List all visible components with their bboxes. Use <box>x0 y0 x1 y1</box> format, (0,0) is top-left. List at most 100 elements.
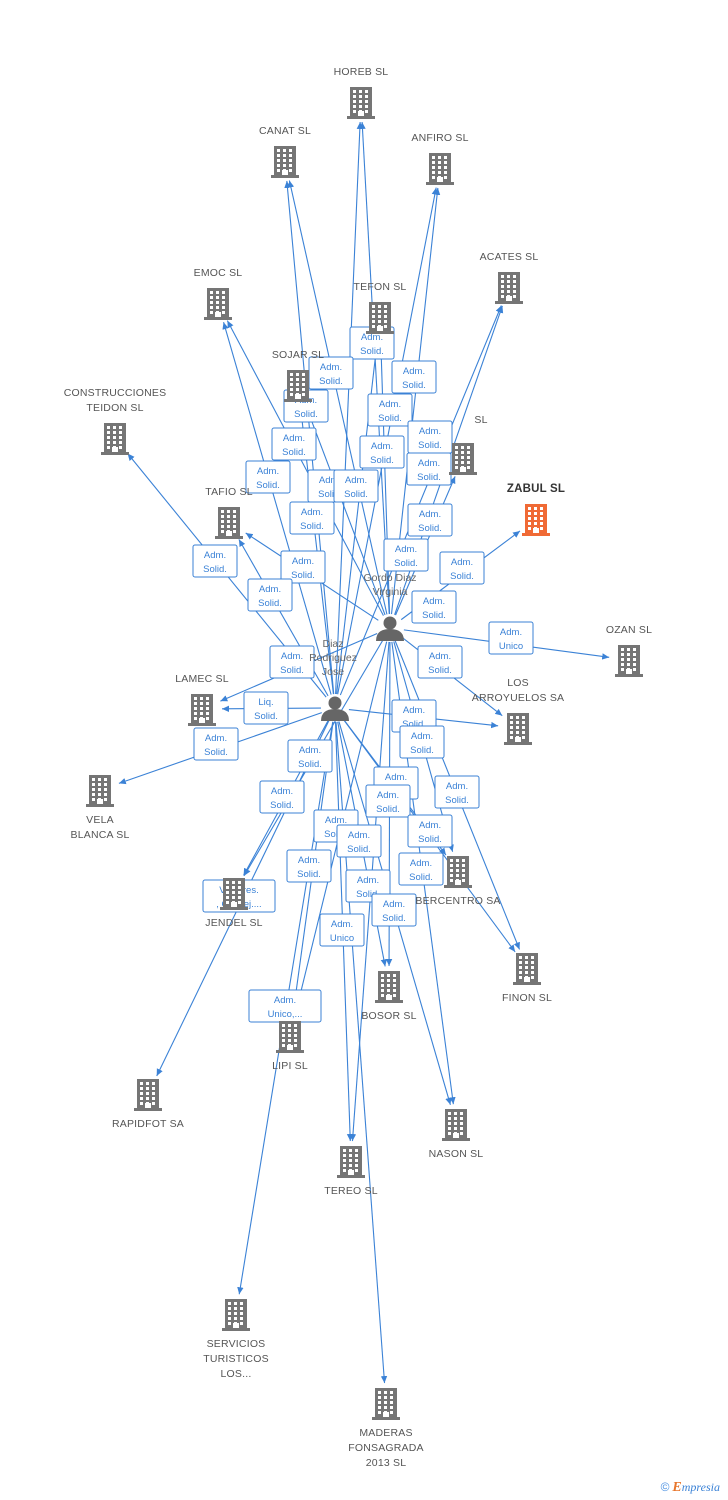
role-label-text: Solid. <box>382 913 406 924</box>
role-label-text: Solid. <box>428 665 452 676</box>
role-label-text: Adm. <box>345 475 367 486</box>
building-icon <box>522 504 550 536</box>
company-node-finon[interactable]: FINON SL <box>502 953 552 1004</box>
role-label[interactable]: Adm.Solid. <box>192 544 238 578</box>
role-label[interactable]: Adm.Unico,... <box>248 989 322 1023</box>
company-node-sojar[interactable]: SOJAR SL <box>272 349 324 402</box>
role-label-text: Solid. <box>370 455 394 466</box>
role-label-text: Solid. <box>344 489 368 500</box>
person-name: Diaz <box>322 638 343 650</box>
role-label-text: Adm. <box>451 557 473 568</box>
role-label[interactable]: Adm. Unico <box>319 913 365 947</box>
role-label-text: Solid. <box>298 759 322 770</box>
role-label[interactable]: Adm.Solid. <box>269 645 315 679</box>
person-name: Virginia <box>373 586 408 598</box>
company-node-hidden_sl[interactable]: SL <box>449 414 488 475</box>
role-label-box <box>336 824 382 858</box>
company-node-horeb[interactable]: HOREB SL <box>334 66 389 119</box>
company-name: CANAT SL <box>259 125 311 137</box>
role-label-text: Solid. <box>378 413 402 424</box>
company-node-tefon[interactable]: TEFON SL <box>354 281 407 334</box>
role-label[interactable]: Adm.Solid. <box>289 501 335 535</box>
role-label[interactable]: Adm.Solid. <box>417 645 463 679</box>
role-label-text: Solid. <box>297 869 321 880</box>
role-label[interactable]: Adm.Solid. <box>371 893 417 927</box>
company-node-servicios[interactable]: SERVICIOSTURISTICOSLOS... <box>203 1299 269 1380</box>
role-label[interactable]: Adm.Solid. <box>406 452 452 486</box>
role-label-text: Solid. <box>360 346 384 357</box>
role-label[interactable]: Liq. Solid. <box>243 691 289 725</box>
role-label[interactable]: Adm.Solid. <box>271 427 317 461</box>
company-name: HOREB SL <box>334 66 389 78</box>
company-node-canat[interactable]: CANAT SL <box>259 125 311 178</box>
role-label-box <box>407 503 453 537</box>
person-name: Jose <box>322 666 344 678</box>
role-label[interactable]: Adm.Solid. <box>398 852 444 886</box>
role-label-text: Solid. <box>418 523 442 534</box>
building-icon <box>134 1079 162 1111</box>
role-label[interactable]: Adm.Solid. <box>434 775 480 809</box>
role-label-text: Solid. <box>282 447 306 458</box>
company-node-lamec[interactable]: LAMEC SL <box>175 673 229 726</box>
company-name: 2013 SL <box>366 1457 407 1469</box>
role-label-text: Solid. <box>402 719 426 730</box>
role-label-text: Adm. <box>419 426 441 437</box>
role-label[interactable]: Adm.Solid. <box>280 550 326 584</box>
company-name: JENDEL SL <box>205 917 262 929</box>
role-label[interactable]: Adm.Solid. <box>259 780 305 814</box>
role-label[interactable]: Adm.Solid. <box>365 784 411 818</box>
edge-p1-canat <box>287 180 388 615</box>
role-label[interactable]: Adm.Solid. <box>245 460 291 494</box>
roles-layer: Adm.Solid.Adm.Solid.Adm.Solid.Adm.Solid.… <box>192 326 534 1023</box>
role-label[interactable]: Adm.Solid. <box>359 435 405 469</box>
role-label-text: Adm. <box>331 919 353 930</box>
company-node-acates[interactable]: ACATES SL <box>480 251 539 304</box>
role-label[interactable]: Adm.Solid. <box>399 725 445 759</box>
role-label[interactable]: Adm.Solid. <box>411 590 457 624</box>
role-label[interactable]: Adm.Solid. <box>336 824 382 858</box>
role-label[interactable]: Adm.Solid. <box>391 360 437 394</box>
building-icon <box>215 507 243 539</box>
role-label[interactable]: Adm. Solid. <box>333 469 379 503</box>
role-label[interactable]: Adm.Solid. <box>287 739 333 773</box>
role-label[interactable]: Adm.Solid. <box>407 814 453 848</box>
role-label-text: Solid. <box>409 872 433 883</box>
company-node-zabul[interactable]: ZABUL SL <box>507 483 565 536</box>
role-label[interactable]: Adm.Solid. <box>247 578 293 612</box>
role-label[interactable]: Adm.Unico <box>488 621 534 655</box>
company-node-jendel[interactable]: JENDEL SL <box>205 878 263 929</box>
role-label-text: Solid. <box>254 711 278 722</box>
role-label-box <box>371 893 417 927</box>
role-label-text: Liq. <box>258 697 273 708</box>
company-node-tafio[interactable]: TAFIO SL <box>205 486 253 539</box>
role-label[interactable]: Adm.Solid. <box>286 849 332 883</box>
role-label[interactable]: Adm.Solid. <box>407 420 453 454</box>
edge-p1-horeb <box>359 121 390 615</box>
brand-footer[interactable]: ©Empresia <box>661 1480 720 1496</box>
role-label[interactable]: Adm.Solid. <box>367 393 413 427</box>
company-name: LOS... <box>221 1368 252 1380</box>
role-label[interactable]: Adm.Solid. <box>407 503 453 537</box>
role-label[interactable]: Adm.Solid. <box>439 551 485 585</box>
company-node-bercentro[interactable]: BERCENTRO SA <box>415 856 500 907</box>
company-node-tereo[interactable]: TEREO SL <box>324 1146 378 1197</box>
company-node-nason[interactable]: NASON SL <box>429 1109 484 1160</box>
company-node-lipi[interactable]: LIPI SL <box>272 1021 308 1072</box>
company-node-emoc[interactable]: EMOC SL <box>194 267 243 320</box>
role-label[interactable]: Adm.Solid. <box>193 727 239 761</box>
company-node-bosor[interactable]: BOSOR SL <box>361 971 416 1022</box>
role-label-text: Solid. <box>410 745 434 756</box>
role-label-text: Unico <box>330 933 354 944</box>
company-node-ozan[interactable]: OZAN SL <box>606 624 652 677</box>
company-node-anfiro[interactable]: ANFIRO SL <box>411 132 468 185</box>
company-node-rapidfot[interactable]: RAPIDFOT SA <box>112 1079 184 1130</box>
role-label-text: Adm. <box>205 733 227 744</box>
role-label[interactable]: Adm.Solid. <box>308 356 354 390</box>
role-label[interactable]: Adm.Solid. <box>383 538 429 572</box>
